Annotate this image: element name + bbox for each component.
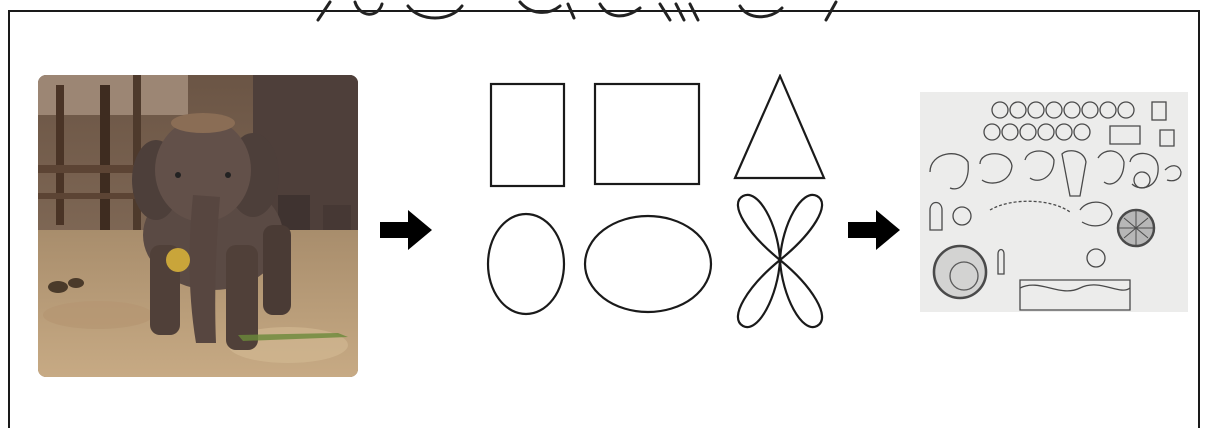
pencil-sketches-panel (920, 92, 1188, 312)
elephant-image (38, 75, 358, 377)
arrow-right-icon (848, 210, 900, 250)
baby-elephant-photo (38, 75, 358, 377)
tall-rectangle (491, 84, 564, 186)
triangle (735, 76, 824, 178)
vertical-ellipse (488, 214, 564, 314)
arrow-right-icon (380, 210, 432, 250)
four-petal-curve (738, 195, 822, 327)
wide-rectangle (595, 84, 699, 184)
horizontal-ellipse (585, 216, 711, 312)
basic-shapes-panel (478, 74, 838, 336)
